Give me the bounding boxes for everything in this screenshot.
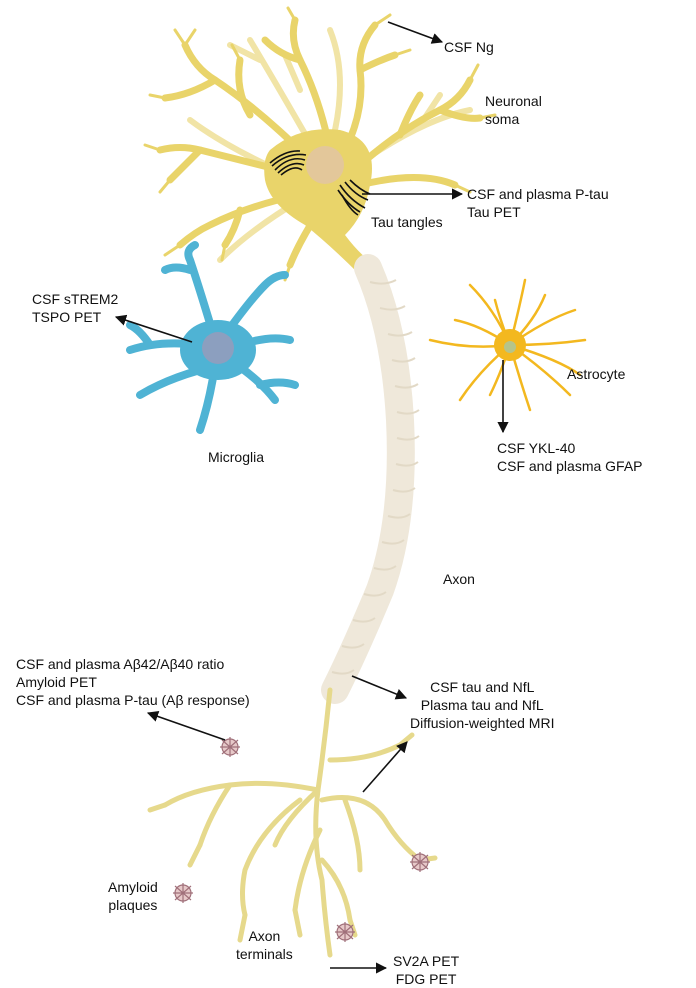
label-astrocyte-markers: CSF YKL-40 CSF and plasma GFAP xyxy=(497,439,643,475)
label-amyloid-plaques: Amyloid plaques xyxy=(108,878,158,914)
label-axon-markers: CSF tau and NfL Plasma tau and NfL Diffu… xyxy=(410,678,554,732)
amyloid-plaques-group xyxy=(173,737,430,942)
label-axon: Axon xyxy=(443,570,475,588)
label-synapse-markers: SV2A PET FDG PET xyxy=(393,952,459,988)
label-microglia-markers: CSF sTREM2 TSPO PET xyxy=(32,290,118,326)
label-csf-ng: CSF Ng xyxy=(444,38,494,56)
label-microglia: Microglia xyxy=(208,448,264,466)
arrow-microglia xyxy=(116,317,192,342)
soma-nucleus xyxy=(306,146,344,184)
label-ptau-markers: CSF and plasma P-tau Tau PET xyxy=(467,185,609,221)
arrow-amyloid xyxy=(148,713,225,740)
label-tau-tangles: Tau tangles xyxy=(371,213,443,231)
label-neuronal-soma: Neuronal soma xyxy=(485,92,542,128)
neuron-cell xyxy=(145,8,495,280)
arrow-axon-markers xyxy=(352,676,406,698)
astrocyte-nucleus xyxy=(504,341,516,353)
label-amyloid-markers: CSF and plasma Aβ42/Aβ40 ratio Amyloid P… xyxy=(16,655,250,709)
axon xyxy=(332,268,419,690)
label-axon-terminals: Axon terminals xyxy=(236,927,293,963)
amyloid-plaque xyxy=(173,883,193,903)
arrow-csf-ng xyxy=(388,22,442,42)
label-astrocyte: Astrocyte xyxy=(567,365,625,383)
axon-terminals-tree xyxy=(150,690,435,955)
microglia-nucleus xyxy=(202,332,234,364)
microglia-cell xyxy=(130,245,295,430)
